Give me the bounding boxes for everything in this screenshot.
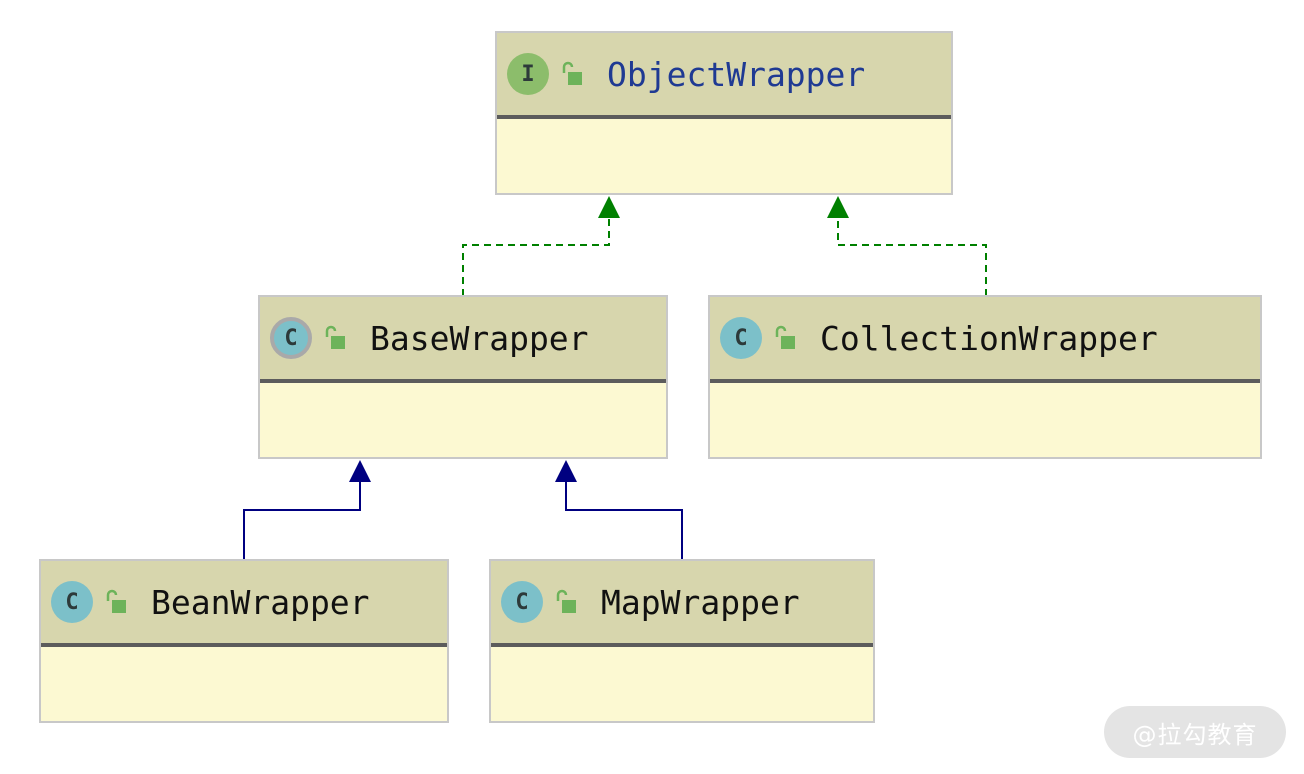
class-node-objectwrapper[interactable]: I ObjectWrapper bbox=[495, 31, 953, 195]
class-header: C CollectionWrapper bbox=[710, 297, 1260, 383]
class-name: MapWrapper bbox=[601, 582, 800, 622]
class-node-basewrapper[interactable]: C BaseWrapper bbox=[258, 295, 668, 459]
unlocked-icon bbox=[325, 325, 345, 349]
class-node-collectionwrapper[interactable]: C CollectionWrapper bbox=[708, 295, 1262, 459]
arrowhead-implements-basewrapper bbox=[598, 196, 620, 218]
class-name: BaseWrapper bbox=[370, 318, 589, 358]
class-kind-icon: C bbox=[501, 581, 543, 623]
unlocked-icon bbox=[556, 589, 576, 613]
class-kind-icon: C bbox=[720, 317, 762, 359]
unlocked-icon bbox=[562, 61, 582, 85]
class-header: I ObjectWrapper bbox=[497, 33, 951, 119]
unlocked-icon bbox=[775, 325, 795, 349]
class-header: C BeanWrapper bbox=[41, 561, 447, 647]
arrowhead-implements-collectionwrapper bbox=[827, 196, 849, 218]
extends-edge-beanwrapper bbox=[243, 482, 361, 560]
abstract-class-kind-icon: C bbox=[270, 317, 312, 359]
class-header: C MapWrapper bbox=[491, 561, 873, 647]
arrowhead-extends-beanwrapper bbox=[349, 460, 371, 482]
interface-kind-icon: I bbox=[507, 53, 549, 95]
extends-edge-mapwrapper bbox=[565, 482, 683, 560]
class-name: BeanWrapper bbox=[151, 582, 370, 622]
implements-edge-collectionwrapper bbox=[837, 218, 987, 296]
implements-edge-basewrapper bbox=[462, 218, 610, 296]
class-node-beanwrapper[interactable]: C BeanWrapper bbox=[39, 559, 449, 723]
class-node-mapwrapper[interactable]: C MapWrapper bbox=[489, 559, 875, 723]
watermark-badge: @拉勾教育 bbox=[1104, 706, 1286, 758]
class-header: C BaseWrapper bbox=[260, 297, 666, 383]
class-kind-icon: C bbox=[51, 581, 93, 623]
arrowhead-extends-mapwrapper bbox=[555, 460, 577, 482]
class-name: ObjectWrapper bbox=[607, 54, 866, 94]
unlocked-icon bbox=[106, 589, 126, 613]
class-name: CollectionWrapper bbox=[820, 318, 1158, 358]
